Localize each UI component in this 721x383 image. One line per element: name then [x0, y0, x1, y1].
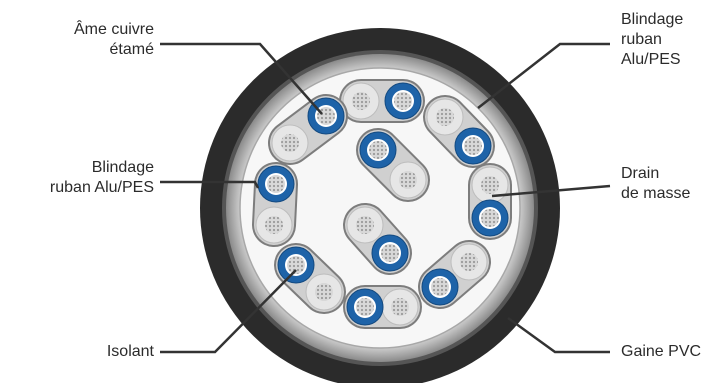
- tinned-copper-core: [391, 298, 409, 316]
- leader-blindage-global: [477, 42, 610, 109]
- leader-gaine: [507, 316, 610, 354]
- label-blindage-global: Blindage ruban Alu/PES: [621, 11, 684, 68]
- twisted-pair: [418, 240, 491, 309]
- twisted-pair: [274, 243, 346, 314]
- tinned-copper-core: [460, 253, 478, 271]
- label-drain: Drain de masse: [621, 165, 691, 202]
- tinned-copper-core: [356, 298, 374, 316]
- tinned-copper-core: [431, 278, 449, 296]
- tinned-copper-core: [281, 134, 299, 152]
- tinned-copper-core: [267, 175, 285, 193]
- twisted-pair: [468, 163, 512, 240]
- leader-lines: [160, 42, 611, 354]
- tinned-copper-core: [436, 108, 454, 126]
- leader-blindage-paire: [160, 180, 260, 189]
- label-ame-cuivre: Âme cuivre étamé: [73, 21, 154, 58]
- tinned-copper-core: [464, 137, 482, 155]
- label-isolant: Isolant: [106, 343, 154, 360]
- tinned-copper-core: [394, 92, 412, 110]
- tinned-copper-core: [481, 176, 499, 194]
- twisted-pair: [423, 95, 495, 168]
- twisted-pair: [343, 203, 412, 275]
- twisted-pairs-group: [252, 79, 512, 329]
- tinned-copper-core: [352, 92, 370, 110]
- leader-isolant: [160, 269, 297, 354]
- tinned-copper-core: [481, 209, 499, 227]
- tinned-copper-core: [399, 171, 417, 189]
- tinned-copper-core: [315, 283, 333, 301]
- tinned-copper-core: [369, 141, 387, 159]
- tinned-copper-core: [265, 216, 283, 234]
- leader-drain: [491, 184, 611, 198]
- twisted-pair: [343, 285, 422, 329]
- twisted-pair: [252, 162, 298, 247]
- leader-ame-cuivre: [160, 42, 323, 115]
- label-gaine: Gaine PVC: [621, 343, 702, 360]
- tinned-copper-core: [287, 256, 305, 274]
- twisted-pair: [356, 128, 430, 202]
- twisted-pair: [268, 94, 348, 165]
- tinned-copper-core: [356, 216, 374, 234]
- twisted-pair: [339, 79, 425, 123]
- tinned-copper-core: [317, 107, 335, 125]
- tinned-copper-core: [381, 244, 399, 262]
- label-blindage-paire: Blindage ruban Alu/PES: [49, 159, 154, 196]
